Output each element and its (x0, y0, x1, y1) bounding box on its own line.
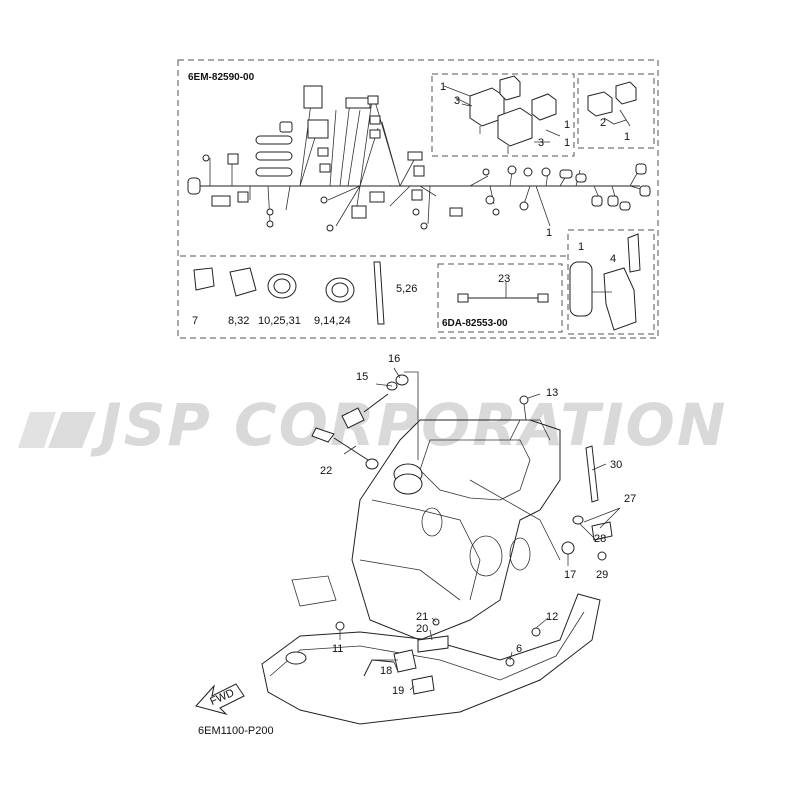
callout-15: 15 (356, 371, 368, 383)
callout-1a: 1 (440, 81, 446, 93)
callout-1d: 1 (624, 131, 630, 143)
engine-block (351, 419, 561, 641)
callout-5: 5,26 (396, 283, 417, 295)
wire-boot (569, 233, 641, 331)
callout-22: 22 (320, 465, 332, 477)
callout-19: 19 (392, 685, 404, 697)
callout-27: 27 (624, 493, 636, 505)
callout-3a: 3 (454, 95, 460, 107)
callout-30: 30 (610, 459, 622, 471)
callout-9: 9,14,24 (314, 315, 351, 327)
callout-17: 17 (564, 569, 576, 581)
relay-small (587, 81, 637, 127)
harness-kit-box: 6EM-82590-00 6DA-82553-00 (177, 59, 659, 339)
callout-28: 28 (594, 533, 606, 545)
callout-2: 2 (600, 117, 606, 129)
clamps-row (193, 261, 385, 325)
figure-code: 6EM1100-P200 (198, 725, 274, 737)
callout-8: 8,32 (228, 315, 249, 327)
callout-3b: 3 (538, 137, 544, 149)
callout-23: 23 (498, 273, 510, 285)
sub-harness (457, 282, 549, 303)
callout-4: 4 (610, 253, 616, 265)
watermark: JSP CORPORATION (18, 391, 727, 459)
small-parts (291, 374, 613, 695)
harness-kit-code: 6EM-82590-00 (188, 72, 255, 83)
wire-harness (187, 85, 651, 232)
callout-11: 11 (332, 643, 343, 655)
callout-13: 13 (546, 387, 558, 399)
leader-lines (339, 367, 621, 691)
callout-6: 6 (516, 643, 522, 655)
callout-10: 10,25,31 (258, 315, 301, 327)
callout-7: 7 (192, 315, 198, 327)
fwd-arrow-icon: FWD (195, 683, 245, 715)
watermark-text: JSP CORPORATION (90, 391, 727, 459)
callout-1c: 1 (564, 137, 570, 149)
callout-29: 29 (596, 569, 608, 581)
callout-18: 18 (380, 665, 392, 677)
callout-12: 12 (546, 611, 558, 623)
callout-16: 16 (388, 353, 400, 365)
callout-21: 21 (416, 611, 428, 623)
lower-cowling (261, 593, 601, 725)
callout-1f: 1 (578, 241, 584, 253)
sub-harness-kit-code: 6DA-82553-00 (442, 318, 508, 329)
callout-labels: 1 3 1 3 1 2 1 1 1 4 5,26 7 8,32 10,25,31… (192, 81, 636, 697)
callout-20: 20 (416, 623, 428, 635)
callout-1b: 1 (564, 119, 570, 131)
relay-group (443, 75, 561, 154)
callout-1e: 1 (546, 227, 552, 239)
